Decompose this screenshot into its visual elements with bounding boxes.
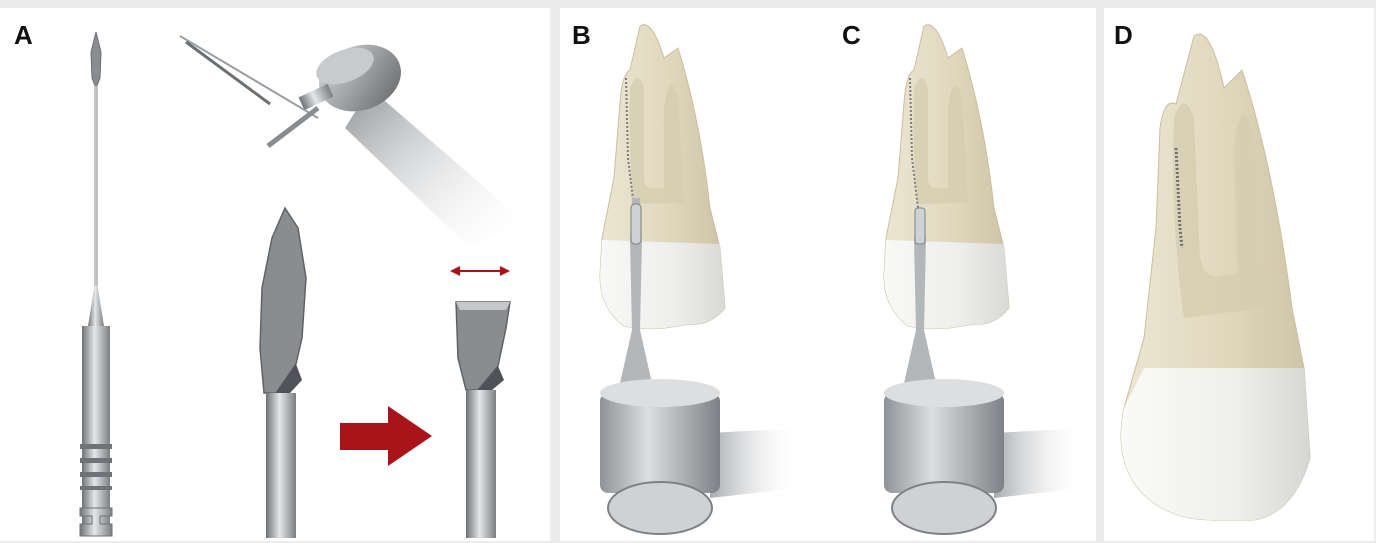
panel-a: A: [0, 8, 550, 541]
double-arrow-icon: [450, 266, 510, 276]
tooth-icon: [884, 25, 1009, 329]
endodontic-file-icon: [80, 32, 112, 536]
panel-bc-illustration: [560, 8, 1096, 541]
panel-bc: B C: [560, 8, 1096, 541]
panel-d: D: [1104, 8, 1374, 541]
tooth-icon: [600, 25, 725, 329]
arrow-right-icon: [340, 406, 432, 466]
file-tip-enlarged: [260, 208, 306, 538]
file-tip-blunted: [456, 302, 510, 538]
handpiece-icon: [180, 34, 520, 248]
panel-a-illustration: [0, 8, 550, 541]
tooth-icon: [1121, 34, 1310, 520]
panel-d-illustration: [1104, 8, 1374, 541]
